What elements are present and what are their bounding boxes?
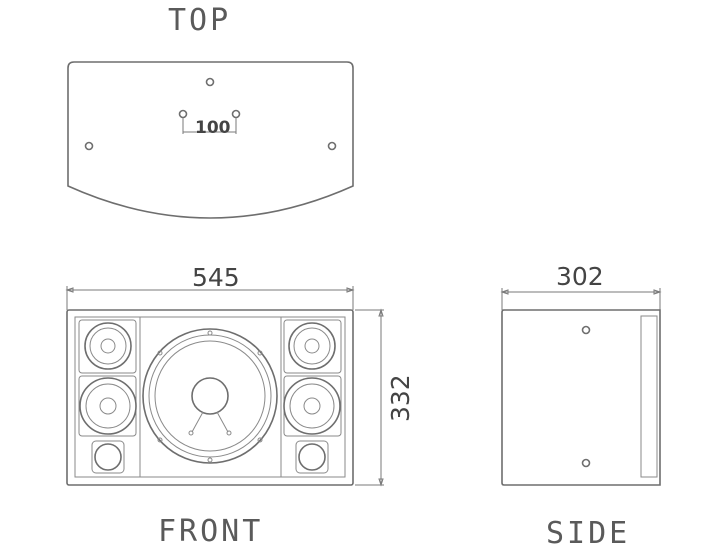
side-depth-value: 302 [556,262,604,291]
top-view-label: TOP [168,3,231,38]
port-right [298,443,326,471]
left-driver-column [78,319,137,474]
side-cabinet-outline [501,309,661,486]
side-depth-dimension: 302 [500,262,662,310]
woofer-outer [142,328,278,464]
woofer [142,328,278,464]
midrange-right [283,377,341,435]
front-view: 545 332 [65,263,415,549]
side-mount-hole-bottom [581,458,591,468]
front-width-dimension: 545 [65,263,355,310]
side-view: 302 SIDE [500,262,662,551]
top-mount-hole-right [327,141,337,151]
top-view: TOP 100 [67,3,354,219]
midrange-left [79,377,137,435]
side-view-label: SIDE [546,516,630,551]
port-left [94,443,122,471]
tweeter-left [84,322,132,370]
hole-spacing-value: 100 [195,118,231,138]
side-baffle-edge [640,315,658,478]
front-height-value: 332 [386,374,415,422]
hole-spacing-dimension: 100 [178,109,241,138]
woofer-dust-cap [191,377,229,415]
top-mount-hole-left [84,141,94,151]
right-driver-column [283,319,342,474]
front-cabinet-outline [66,309,354,486]
side-mount-hole-top [581,325,591,335]
top-view-outline [67,61,354,219]
top-mount-hole-pair-right [231,109,241,119]
front-baffle-frame [74,316,346,478]
top-mount-hole-pair-left [178,109,188,119]
front-height-dimension: 332 [355,308,415,487]
front-view-label: FRONT [158,514,263,549]
tweeter-right [288,322,336,370]
front-width-value: 545 [192,263,240,292]
top-mount-hole-center [205,77,215,87]
